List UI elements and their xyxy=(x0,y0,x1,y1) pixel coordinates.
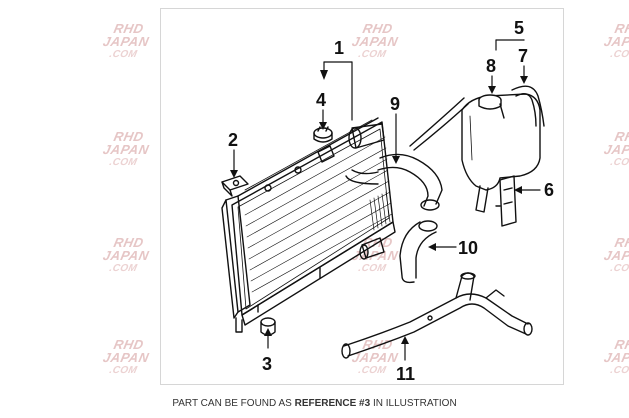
callout-1: 1 xyxy=(334,38,344,58)
callout-4: 4 xyxy=(316,90,326,110)
callout-8: 8 xyxy=(486,56,496,76)
caption-suffix: IN ILLUSTRATION xyxy=(372,398,457,409)
callout-10: 10 xyxy=(458,238,478,258)
arrowheads xyxy=(230,70,528,344)
callout-11: 11 xyxy=(396,364,415,384)
callout-6: 6 xyxy=(544,180,554,200)
tank-bracket-drawing xyxy=(495,175,517,227)
callout-9: 9 xyxy=(390,94,400,114)
upper-hose-drawing xyxy=(345,97,469,211)
callout-3: 3 xyxy=(262,354,272,374)
callout-5: 5 xyxy=(514,18,524,38)
caption-prefix: PART CAN BE FOUND AS xyxy=(172,398,292,409)
lower-hose-drawing xyxy=(399,220,438,284)
reservoir-tank-drawing xyxy=(461,85,545,213)
callout-2: 2 xyxy=(228,130,238,150)
radiator-drawing xyxy=(221,117,396,333)
leader-lines xyxy=(233,39,541,361)
caption: PART CAN BE FOUND AS REFERENCE #3 IN ILL… xyxy=(0,398,629,409)
callout-labels: 1 4 2 3 9 5 7 8 6 10 11 xyxy=(228,18,554,384)
diagram-frame xyxy=(160,8,564,385)
water-pipe-drawing xyxy=(341,272,533,359)
callout-7: 7 xyxy=(518,46,528,66)
caption-reference: REFERENCE #3 xyxy=(294,398,371,409)
